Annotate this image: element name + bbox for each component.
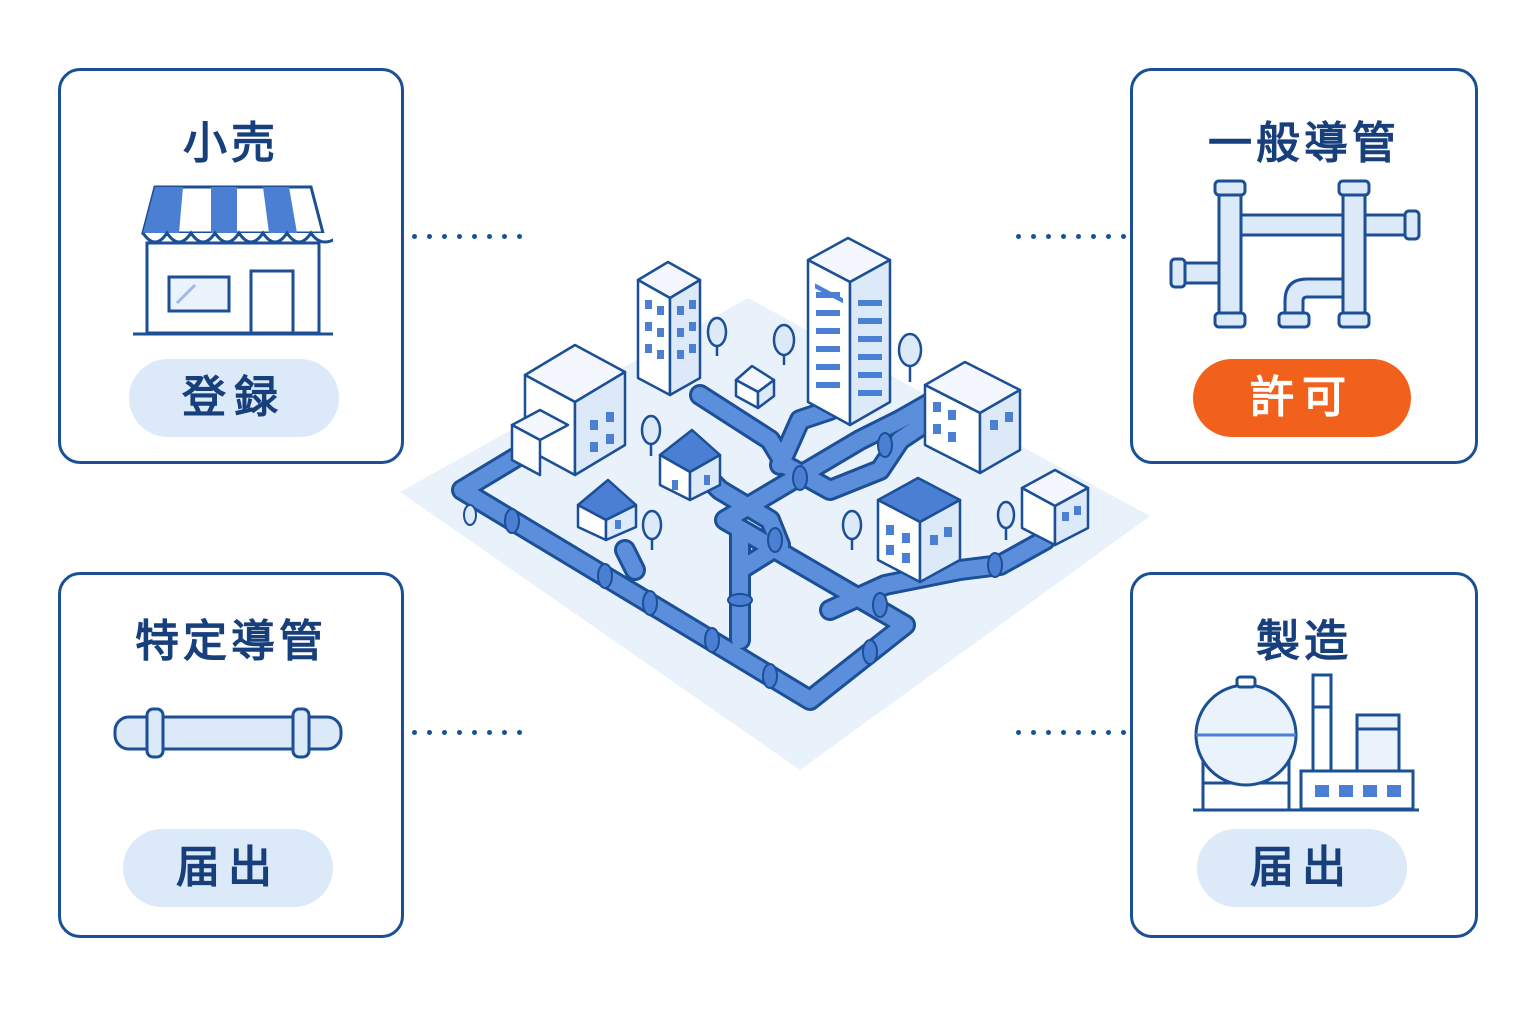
retail-badge: 登録 [129, 359, 339, 437]
isometric-city-pipeline-icon [400, 236, 1150, 770]
general-pipeline-badge: 許可 [1193, 359, 1411, 437]
general-pipeline-title: 一般導管 [1208, 118, 1400, 169]
gas-factory-icon [1193, 673, 1419, 812]
manufacturing-card: 製造 届出 [1130, 572, 1478, 938]
connector-retail [412, 234, 522, 239]
retail-title: 小売 [183, 118, 279, 169]
retail-card: 小売 登録 [58, 68, 404, 464]
specific-pipeline-title: 特定導管 [135, 616, 327, 667]
connector-manufacturing [1016, 730, 1126, 735]
storefront-icon [133, 185, 333, 336]
manufacturing-title: 製造 [1256, 616, 1352, 667]
house-center [658, 428, 722, 502]
left-building [510, 343, 627, 477]
pipe-joints [504, 432, 1003, 689]
pipe-network-icon [1169, 179, 1421, 329]
specific-pipeline-card: 特定導管 届出 [58, 572, 404, 938]
specific-pipeline-badge: 届出 [123, 829, 333, 907]
connector-general-pipeline [1016, 234, 1126, 239]
house-small [734, 364, 776, 410]
connector-specific-pipeline [412, 730, 522, 735]
trees [640, 316, 1016, 550]
right-building [923, 360, 1022, 475]
windows [590, 292, 1081, 563]
general-pipeline-card: 一般導管 許可 [1130, 68, 1478, 464]
far-right-building [1020, 468, 1090, 547]
manufacturing-badge: 届出 [1197, 829, 1407, 907]
pipe-segment-icon [113, 707, 343, 759]
house-left [576, 478, 638, 542]
